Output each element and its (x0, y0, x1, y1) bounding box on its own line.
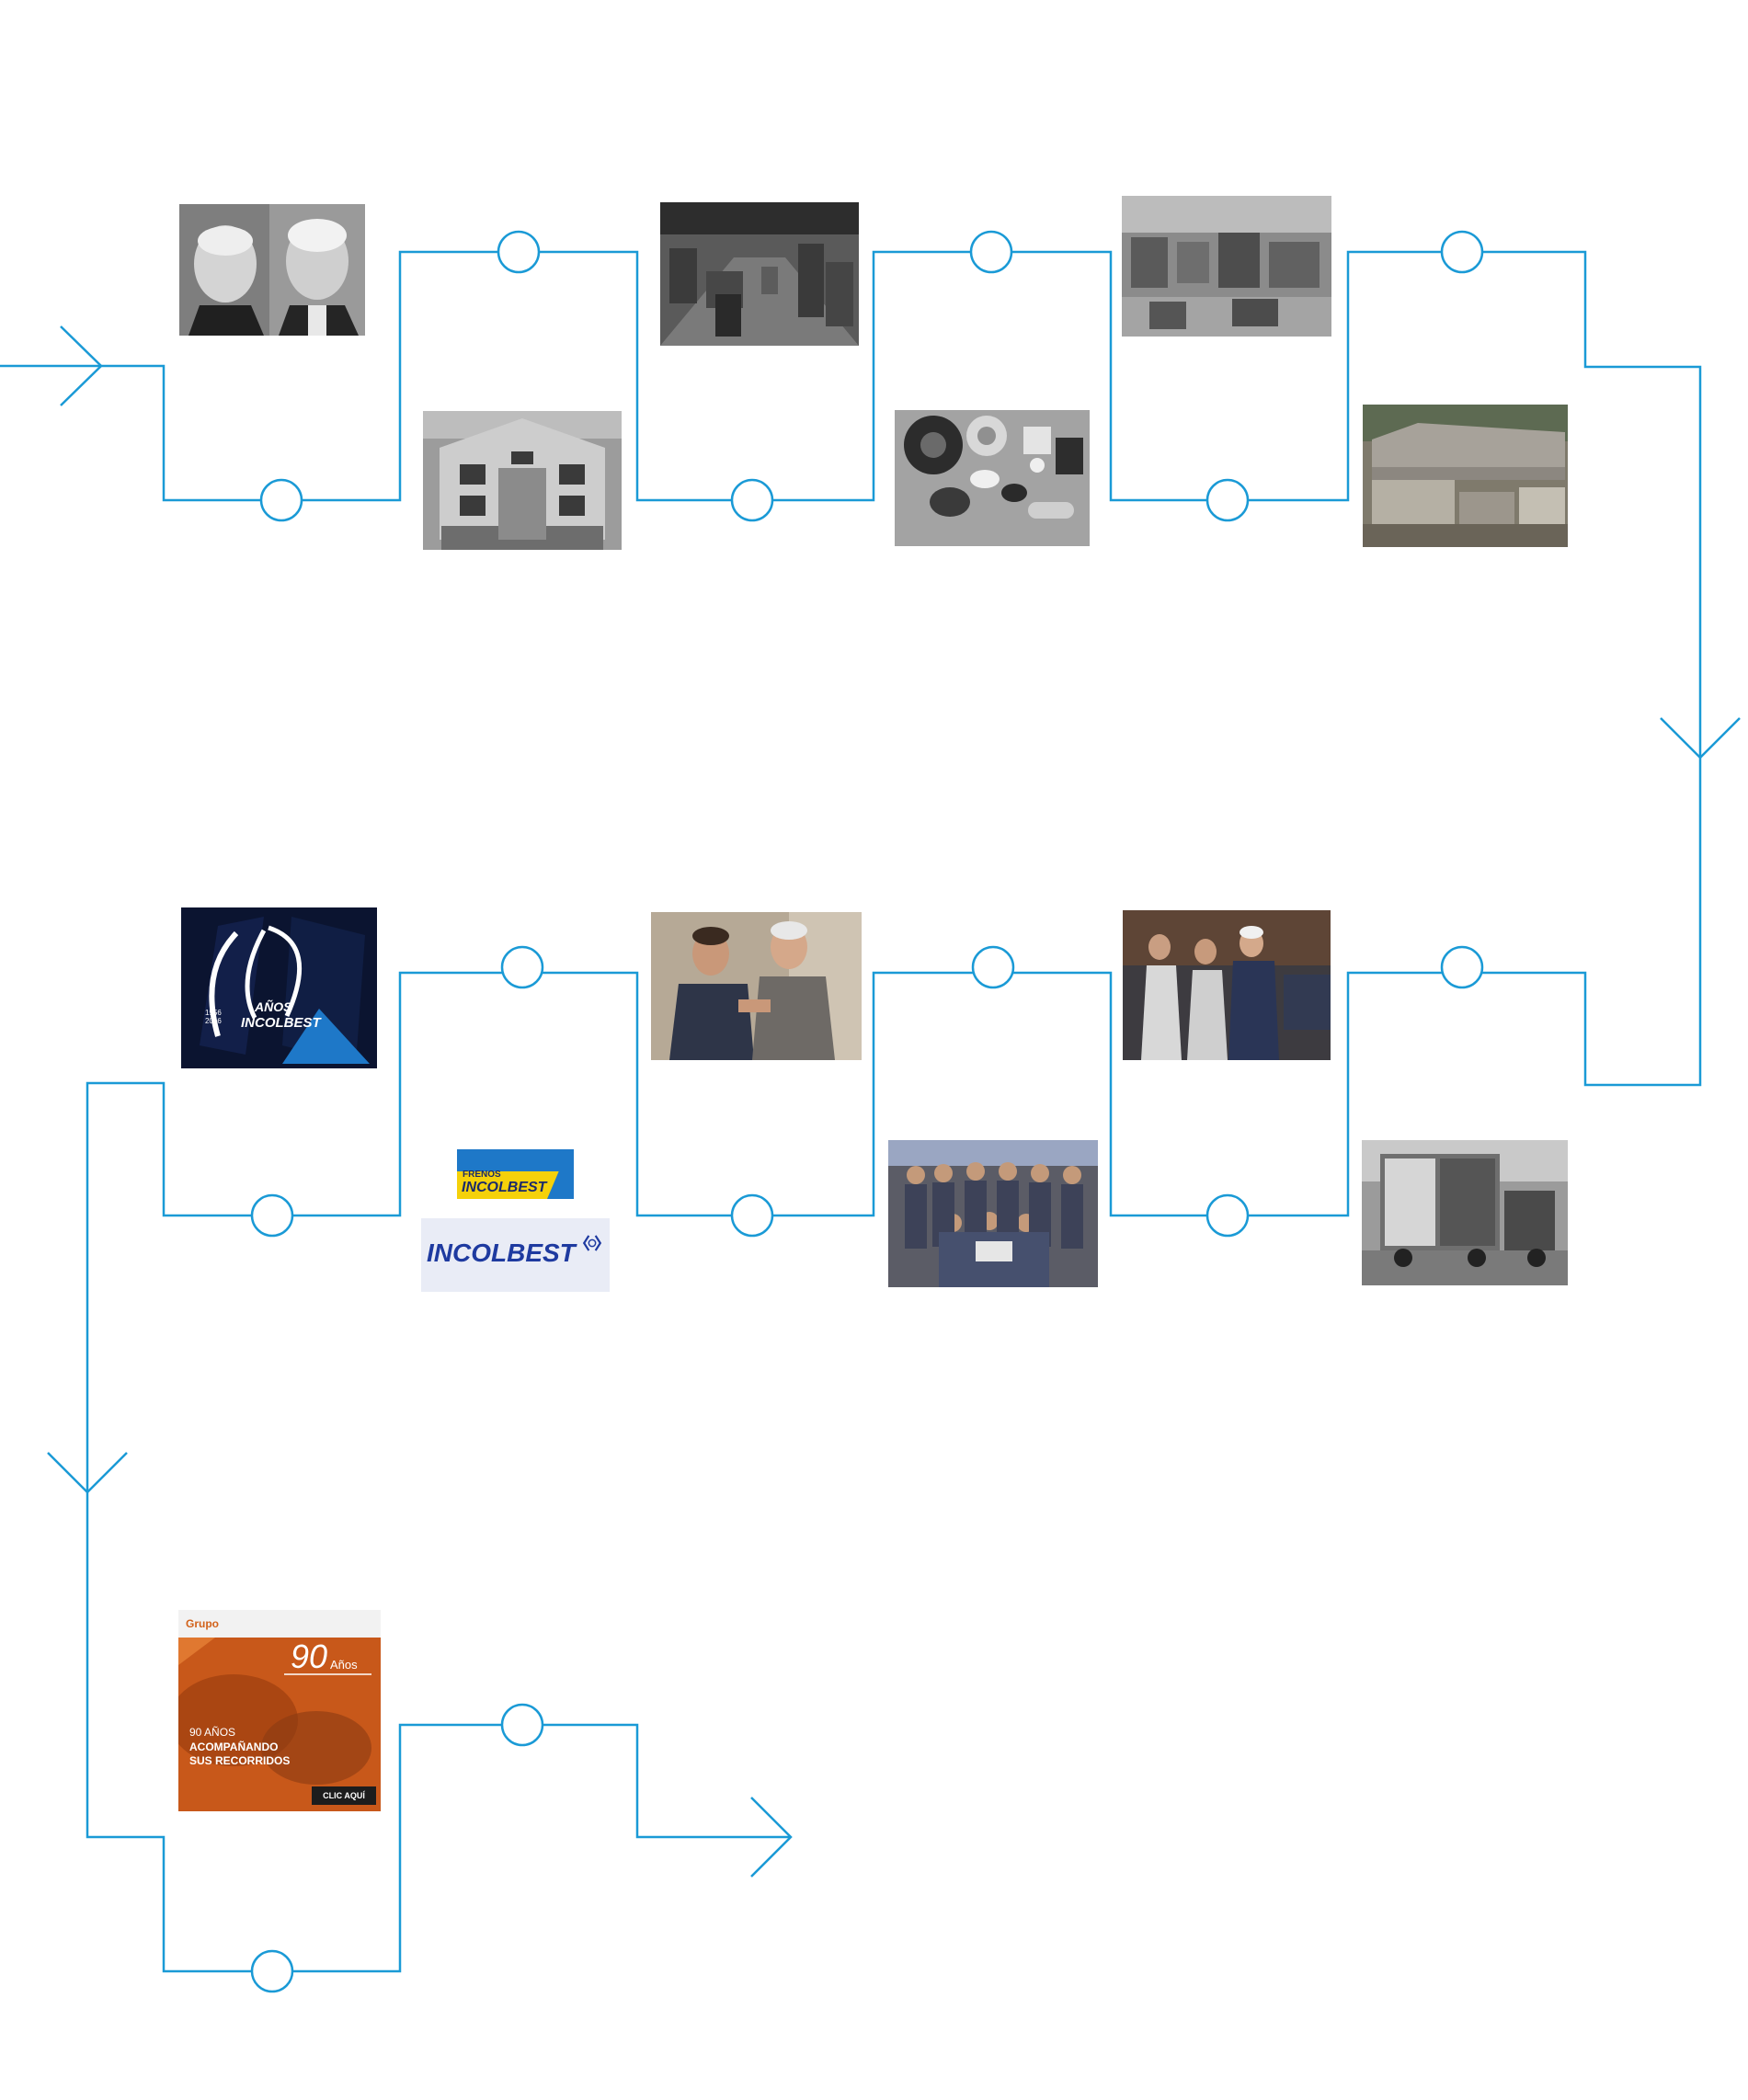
timeline-node-icon (1205, 478, 1250, 522)
banner-line1: 90 AÑOS (189, 1726, 236, 1739)
logo-60-anos: AÑOS INCOLBEST 1956 2016 (181, 907, 377, 1068)
frenos-label: FRENOS (463, 1170, 501, 1180)
logo-60-brand: INCOLBEST (241, 1015, 321, 1031)
timeline-node-icon (1205, 1193, 1250, 1238)
incolbest-brand: INCOLBEST (427, 1238, 576, 1267)
logo-60-anos-label: AÑOS (255, 999, 292, 1014)
incolbest-logo: INCOLBEST (421, 1218, 610, 1292)
plant-aerial-photo (1363, 405, 1568, 547)
timeline-node-icon (969, 230, 1013, 274)
founders-photo (179, 204, 365, 336)
banner-90-anos[interactable]: Grupo 90 Años 90 AÑOS ACOMPAÑANDO SUS RE… (178, 1610, 381, 1811)
factory-floor-photo-2 (1122, 196, 1331, 337)
banner-line3: SUS RECORRIDOS (189, 1754, 291, 1767)
brake-parts-photo (895, 410, 1090, 546)
team-group-photo (888, 1140, 1098, 1287)
workers-ceremony-photo (1123, 910, 1331, 1060)
timeline-node-icon (250, 1949, 294, 1993)
banner-cta-button[interactable]: CLIC AQUÍ (312, 1786, 376, 1805)
truck-container-photo (1362, 1140, 1568, 1285)
frenos-brand: INCOLBEST (462, 1180, 547, 1195)
flow-arrow-icon (1660, 717, 1741, 759)
timeline-node-icon (1440, 230, 1484, 274)
flow-arrow-icon (60, 325, 103, 406)
banner-grupo-label: Grupo (186, 1617, 219, 1630)
factory-floor-photo-1 (660, 202, 859, 346)
timeline-node-icon (971, 945, 1015, 989)
banner-line2: ACOMPAÑANDO (189, 1740, 279, 1753)
timeline-node-icon (497, 230, 541, 274)
timeline-node-icon (259, 478, 303, 522)
banner-90-number: 90 (291, 1638, 328, 1675)
frenos-incolbest-logo: FRENOS INCOLBEST (457, 1149, 574, 1199)
flow-arrow-icon (750, 1797, 793, 1877)
logo-60-years: 1956 2016 (205, 1009, 222, 1025)
timeline-node-icon (250, 1193, 294, 1238)
timeline-node-icon (730, 478, 774, 522)
timeline-node-icon (500, 945, 544, 989)
first-building-photo (423, 411, 622, 550)
flow-arrow-icon (47, 1452, 128, 1494)
timeline-node-icon (500, 1703, 544, 1747)
banner-anos-label: Años (330, 1658, 358, 1672)
timeline-node-icon (1440, 945, 1484, 989)
handshake-photo (651, 912, 862, 1060)
timeline-node-icon (730, 1193, 774, 1238)
